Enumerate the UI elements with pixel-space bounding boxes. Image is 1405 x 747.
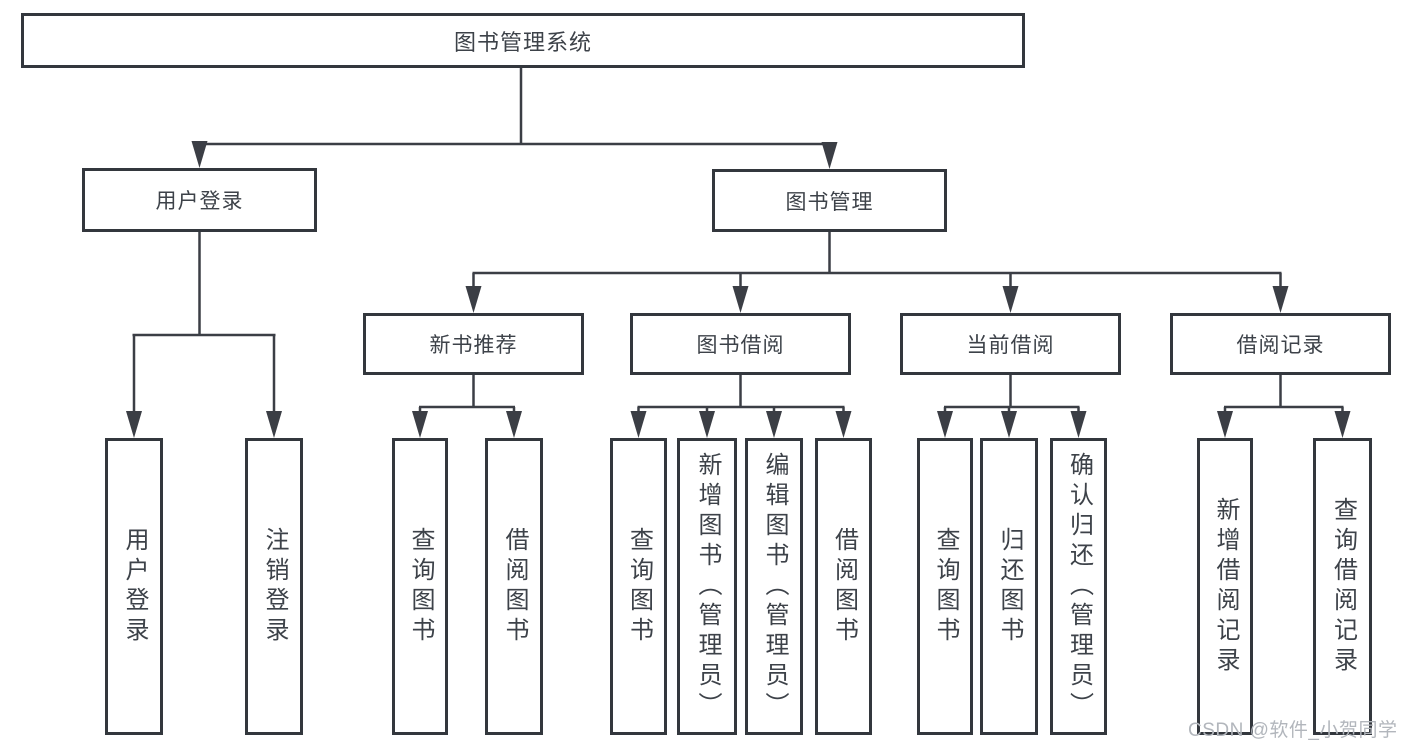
connector-current-split — [937, 375, 1087, 438]
connector-user-login-split — [126, 232, 282, 438]
node-root-system: 图书管理系统 — [21, 13, 1025, 68]
leaf-label: 查询借阅记录 — [1329, 496, 1357, 677]
leaf-label: 查询图书 — [932, 526, 959, 647]
connector-borrow-split — [630, 375, 852, 438]
leaf-label: 新增图书（管理员） — [694, 451, 721, 722]
leaf-label: 编辑图书（管理员） — [761, 451, 788, 722]
leaf-add-borrow-record: 新增借阅记录 — [1197, 438, 1253, 735]
node-new-book-recommend: 新书推荐 — [363, 313, 584, 375]
leaf-label: 新增借阅记录 — [1212, 496, 1239, 677]
leaf-query-books-current: 查询图书 — [917, 438, 973, 735]
node-current-borrow: 当前借阅 — [900, 313, 1121, 375]
leaf-label: 注销登录 — [261, 526, 288, 647]
leaf-user-login: 用户登录 — [105, 438, 163, 735]
leaf-label: 用户登录 — [121, 526, 148, 647]
leaf-query-books-recommend: 查询图书 — [392, 438, 448, 735]
node-book-management: 图书管理 — [712, 169, 947, 232]
leaf-query-books-borrow: 查询图书 — [610, 438, 667, 735]
leaf-logout: 注销登录 — [245, 438, 303, 735]
connector-new-book-split — [412, 375, 522, 438]
leaf-confirm-return-admin: 确认归还（管理员） — [1050, 438, 1107, 735]
connector-root-split — [191, 68, 838, 169]
leaf-label: 查询图书 — [625, 526, 653, 647]
leaf-borrow-books-recommend: 借阅图书 — [485, 438, 543, 735]
leaf-label: 借阅图书 — [501, 526, 528, 647]
node-borrow-records: 借阅记录 — [1170, 313, 1391, 375]
leaf-label: 借阅图书 — [830, 526, 858, 647]
csdn-watermark: CSDN @软件_小贺同学 — [1188, 720, 1398, 741]
connector-book-mgmt-split — [465, 232, 1289, 313]
leaf-query-borrow-record: 查询借阅记录 — [1313, 438, 1372, 735]
connector-records-split — [1217, 375, 1351, 438]
node-book-borrow: 图书借阅 — [630, 313, 851, 375]
leaf-edit-books-admin: 编辑图书（管理员） — [745, 438, 803, 735]
leaf-label: 归还图书 — [996, 526, 1023, 647]
leaf-borrow-books: 借阅图书 — [815, 438, 872, 735]
leaf-return-books: 归还图书 — [980, 438, 1038, 735]
leaf-add-books-admin: 新增图书（管理员） — [677, 438, 737, 735]
leaf-label: 确认归还（管理员） — [1065, 451, 1093, 722]
leaf-label: 查询图书 — [407, 526, 434, 647]
node-user-login: 用户登录 — [82, 168, 317, 232]
